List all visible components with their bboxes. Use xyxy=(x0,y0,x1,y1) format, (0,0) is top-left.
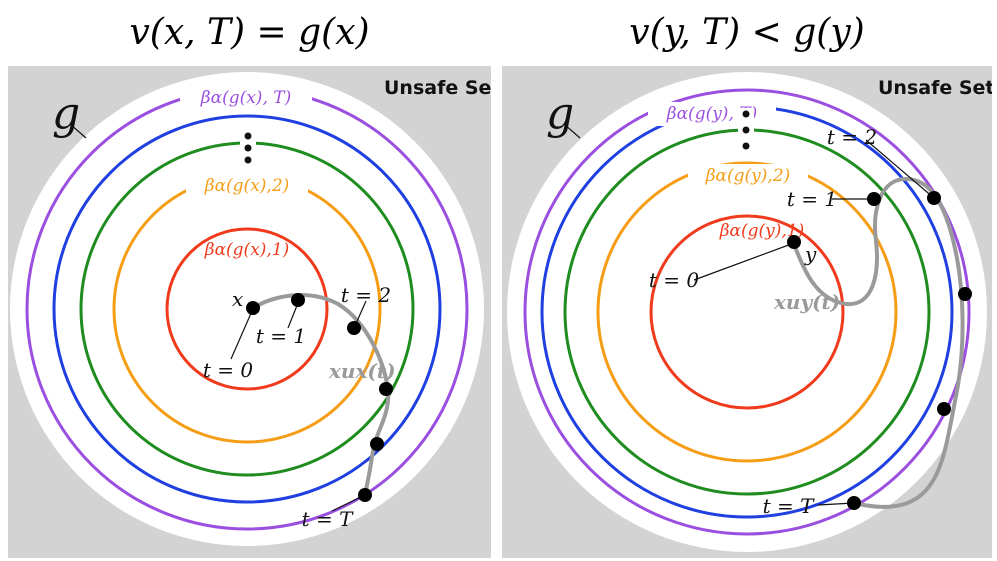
ellipsis-dot xyxy=(742,142,750,150)
unsafe-set-label: Unsafe Set xyxy=(878,77,992,99)
trajectory-point-t2 xyxy=(927,191,941,205)
trajectory-point xyxy=(379,382,393,396)
ellipsis-dot xyxy=(742,110,750,118)
time-label-t0: t = 0 xyxy=(649,268,700,292)
ring-label-outer: βα(g(x), T) xyxy=(200,88,291,108)
ellipsis-dot xyxy=(742,126,750,134)
trajectory-curve xyxy=(792,176,965,509)
trajectory-point xyxy=(370,437,384,451)
time-label-t0: t = 0 xyxy=(203,358,254,382)
ring-level-1 xyxy=(596,161,898,463)
state-label: y xyxy=(804,242,817,266)
ring-label-outer: βα(g(y), T) xyxy=(666,104,757,124)
ring-label-bg xyxy=(186,174,308,196)
trajectory-label: xux(t) xyxy=(328,359,396,383)
ring-label-level-2: βα(g(x),2) xyxy=(204,176,290,196)
right-panel-title: v(y, T) < g(y) xyxy=(629,12,865,53)
ellipsis-dot xyxy=(244,132,252,140)
ellipsis-dot xyxy=(244,144,252,152)
trajectory-point-t1 xyxy=(867,192,881,206)
time-label-tT: t = T xyxy=(763,494,816,518)
g-pointer xyxy=(563,123,581,139)
ellipsis-dot xyxy=(244,156,252,164)
leader-t1 xyxy=(287,302,299,329)
trajectory-point xyxy=(958,287,972,301)
ring-level-3 xyxy=(52,114,442,504)
time-label-t2: t = 2 xyxy=(827,125,877,149)
leader-t0 xyxy=(693,242,795,281)
outer-ring xyxy=(523,88,971,536)
trajectory-point-tT xyxy=(358,488,372,502)
left-panel-title: v(x, T) = g(x) xyxy=(129,12,370,53)
g-label: g xyxy=(546,88,574,139)
ring-level-0 xyxy=(649,214,845,410)
ring-label-bg xyxy=(688,164,808,186)
trajectory-label: xuy(t) xyxy=(773,290,840,314)
ring-label-level-1: βα(g(x),1) xyxy=(204,240,290,260)
ring-label-level-1: βα(g(y),1) xyxy=(719,221,805,241)
time-label-t2: t = 2 xyxy=(341,283,391,307)
trajectory-point-tT xyxy=(847,496,861,510)
time-label-t1: t = 1 xyxy=(256,324,306,348)
time-label-t1: t = 1 xyxy=(787,187,837,211)
left-diagram: Unsafe Set g βα(g(x), T) βα(g(x),2) βα(g… xyxy=(8,66,491,558)
safe-disk xyxy=(507,72,987,552)
g-pointer xyxy=(69,123,87,139)
ring-label-level-2: βα(g(y),2) xyxy=(705,166,791,186)
ring-level-0 xyxy=(165,227,329,391)
ring-label-bg xyxy=(180,86,312,108)
g-label: g xyxy=(52,88,80,139)
trajectory-point-t2 xyxy=(347,321,361,335)
unsafe-set-label: Unsafe Set xyxy=(384,77,491,99)
state-label: x xyxy=(232,287,243,311)
leader-t0 xyxy=(230,310,253,360)
time-label-tT: t = T xyxy=(302,507,355,531)
leader-t2 xyxy=(865,139,935,199)
right-diagram: Unsafe Set g βα(g(y), T) βα(g(y),2) βα(g… xyxy=(502,66,992,558)
trajectory-point xyxy=(937,402,951,416)
state-point xyxy=(246,301,260,315)
trajectory-point-t1 xyxy=(291,293,305,307)
state-point xyxy=(787,235,801,249)
ring-label-bg xyxy=(648,102,776,126)
